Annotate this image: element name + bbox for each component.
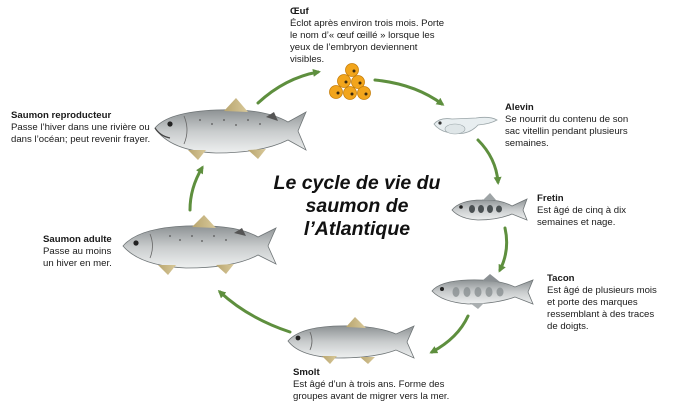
stage-tacon-title: Tacon bbox=[547, 273, 575, 284]
stage-tacon-line-3: ressemblant à des traces bbox=[547, 309, 655, 320]
stage-reproducteur-line-2: dans l’océan; peut revenir frayer. bbox=[11, 134, 151, 145]
arrow-tacon-to-smolt bbox=[429, 314, 470, 354]
stage-oeuf-line-4: visibles. bbox=[290, 54, 325, 65]
title-line-2: saumon de bbox=[305, 195, 409, 217]
reproducteur-illustration bbox=[154, 98, 307, 160]
stage-fretin: Fretin Est âgé de cinq à dix semaines et… bbox=[537, 193, 626, 229]
alevin-illustration bbox=[433, 116, 498, 135]
stage-oeuf-line-3: yeux de l’embryon deviennent bbox=[290, 42, 418, 53]
stage-alevin-line-2: sac vitellin pendant plusieurs bbox=[505, 126, 628, 137]
stage-fretin-line-1: Est âgé de cinq à dix bbox=[537, 205, 627, 216]
diagram-title: Le cycle de vie du saumon de l’Atlantiqu… bbox=[262, 172, 452, 241]
cycle-arrows bbox=[188, 68, 509, 354]
stage-reproducteur-title: Saumon reproducteur bbox=[11, 110, 112, 121]
stage-alevin-line-3: semaines. bbox=[505, 138, 549, 149]
stage-tacon-line-4: de doigts. bbox=[547, 321, 589, 332]
arrow-reproducteur-to-oeuf bbox=[256, 68, 321, 105]
stage-tacon: Tacon Est âgé de plusieurs mois et porte… bbox=[547, 273, 657, 333]
arrow-fretin-to-tacon bbox=[498, 226, 509, 273]
arrow-adulte-to-reproducteur bbox=[188, 165, 204, 212]
stage-fretin-line-2: semaines et nage. bbox=[537, 217, 616, 228]
stage-alevin-line-1: Se nourrit du contenu de son bbox=[505, 114, 629, 125]
title-line-3: l’Atlantique bbox=[303, 218, 411, 240]
stage-oeuf-line-2: le nom d’« œuf œillé » lorsque les bbox=[290, 30, 435, 41]
stage-adulte-title: Saumon adulte bbox=[43, 234, 112, 245]
arrow-smolt-to-adulte bbox=[217, 289, 292, 334]
stage-smolt-line-1: Est âgé d’un à trois ans. Forme des bbox=[293, 379, 445, 390]
arrow-alevin-to-fretin bbox=[476, 138, 502, 185]
title-line-1: Le cycle de vie du bbox=[273, 172, 441, 194]
stage-fretin-title: Fretin bbox=[537, 193, 564, 204]
stage-smolt: Smolt Est âgé d’un à trois ans. Forme de… bbox=[293, 367, 449, 403]
fretin-illustration bbox=[451, 193, 528, 221]
adulte-illustration bbox=[122, 215, 277, 275]
stage-oeuf-title: Œuf bbox=[290, 6, 309, 17]
stage-tacon-line-1: Est âgé de plusieurs mois bbox=[547, 285, 657, 296]
stage-alevin-title: Alevin bbox=[505, 102, 534, 113]
stage-adulte-line-1: Passe au moins bbox=[43, 246, 112, 257]
stage-smolt-line-2: groupes avant de migrer vers la mer. bbox=[293, 391, 450, 402]
stage-alevin: Alevin Se nourrit du contenu de son sac … bbox=[505, 102, 628, 150]
stage-oeuf: Œuf Éclot après environ trois mois. Port… bbox=[290, 6, 444, 66]
eggs-illustration bbox=[329, 63, 371, 100]
stage-oeuf-line-1: Éclot après environ trois mois. Porte bbox=[290, 18, 445, 29]
stage-adulte: Saumon adulte Passe au moins un hiver en… bbox=[43, 234, 112, 270]
arrow-oeuf-to-alevin bbox=[373, 78, 445, 106]
stage-smolt-title: Smolt bbox=[293, 367, 320, 378]
stage-tacon-line-2: et porte des marques bbox=[547, 297, 638, 308]
tacon-illustration bbox=[431, 274, 534, 309]
stage-adulte-line-2: un hiver en mer. bbox=[43, 258, 112, 269]
stage-reproducteur: Saumon reproducteur Passe l’hiver dans u… bbox=[11, 110, 150, 146]
stage-reproducteur-line-1: Passe l’hiver dans une rivière ou bbox=[11, 122, 150, 133]
smolt-illustration bbox=[287, 317, 415, 364]
